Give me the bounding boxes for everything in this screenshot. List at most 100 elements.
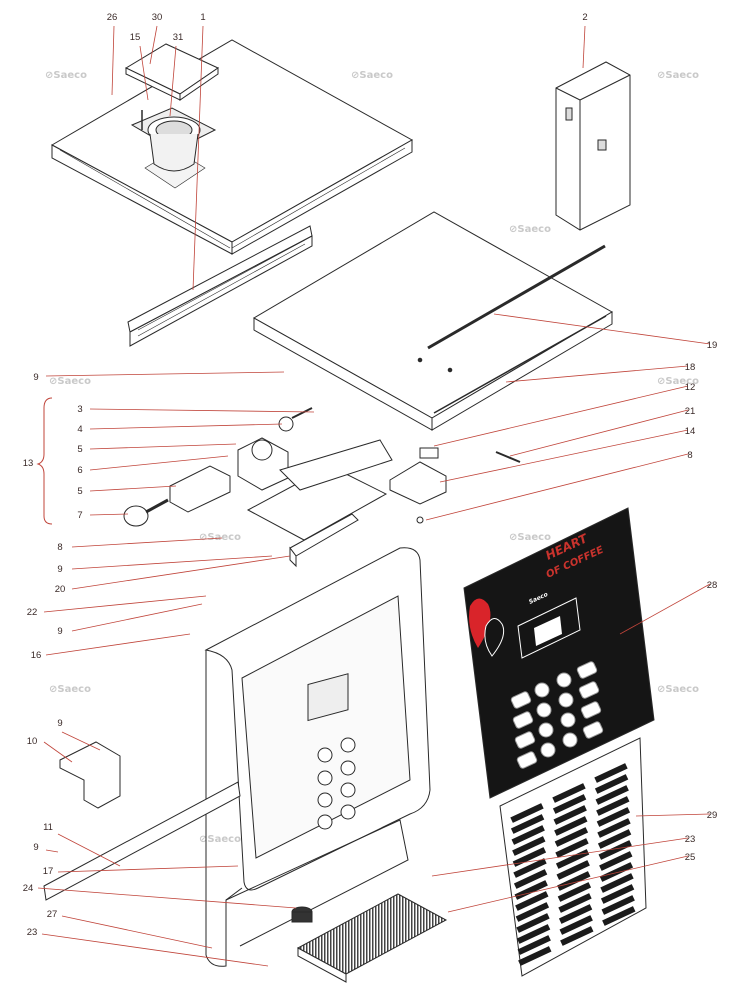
label-strip: [558, 904, 593, 924]
label-strip: [559, 915, 593, 935]
leader-line-12: [433, 385, 689, 447]
leader-line-5: [89, 443, 237, 450]
label-strip: [552, 783, 586, 803]
watermark-1: ⊘Saeco: [351, 70, 393, 81]
label-strip: [555, 838, 589, 858]
leader-line-23: [431, 837, 689, 877]
callout-label-21: 21: [685, 406, 696, 417]
watermark-12: ⊘Saeco: [657, 684, 699, 695]
panel-round-button: [556, 672, 572, 688]
panel-rect-button: [576, 661, 598, 679]
group-13-brace: [36, 397, 53, 525]
callout-label-15: 15: [130, 32, 141, 43]
leader-line-21: [509, 409, 689, 457]
leader-line-24: [37, 887, 297, 909]
drip-tray: [296, 893, 448, 983]
leader-line-9: [61, 731, 101, 751]
label-strip: [599, 862, 634, 882]
label-strip: [600, 884, 635, 904]
callout-label-29: 29: [707, 810, 718, 821]
label-strip: [516, 924, 551, 944]
callout-label-31: 31: [173, 32, 184, 43]
callout-label-9: 9: [33, 842, 38, 853]
callout-label-9: 9: [33, 372, 38, 383]
callout-label-22: 22: [27, 607, 38, 618]
leader-line-4: [89, 423, 283, 430]
label-strip: [513, 869, 548, 889]
label-strip: [516, 913, 550, 933]
leader-line-2: [582, 25, 586, 69]
leader-line-5: [89, 485, 177, 492]
panel-buttons: [510, 661, 604, 769]
label-strip: [518, 946, 552, 966]
watermark-2: ⊘Saeco: [657, 70, 699, 81]
watermark-13: ⊘Saeco: [199, 834, 241, 845]
label-strip: [552, 794, 587, 814]
label-strip: [594, 774, 629, 794]
leader-line-25: [447, 855, 689, 913]
label-strip: [557, 882, 592, 902]
leader-line-30: [149, 25, 158, 65]
label-strip: [513, 858, 547, 878]
watermark-5: ⊘Saeco: [49, 376, 91, 387]
callout-label-26: 26: [107, 12, 118, 23]
leader-line-6: [89, 455, 229, 471]
label-strip: [596, 807, 631, 827]
label-strip: [517, 935, 551, 955]
callout-label-27: 27: [47, 909, 58, 920]
leader-line-8: [425, 453, 689, 521]
leader-line-29: [635, 813, 711, 817]
label-strip: [515, 902, 550, 922]
watermark-9: ⊘Saeco: [199, 532, 241, 543]
panel-round-button: [536, 702, 552, 718]
label-strip: [558, 893, 592, 913]
label-strip: [514, 880, 548, 900]
callout-label-10: 10: [27, 736, 38, 747]
panel-rect-button: [516, 751, 538, 769]
label-strip: [554, 827, 589, 847]
top-plate: [252, 211, 614, 431]
callout-label-3: 3: [77, 404, 82, 415]
callout-label-24: 24: [23, 883, 34, 894]
panel-round-button: [562, 732, 578, 748]
leader-line-9: [71, 603, 203, 632]
callout-label-1: 1: [200, 12, 205, 23]
panel-round-button: [560, 712, 576, 728]
leader-line-22: [43, 595, 207, 613]
callout-label-16: 16: [31, 650, 42, 661]
panel-rect-button: [514, 731, 536, 749]
leader-line-9: [45, 849, 59, 853]
leader-line-7: [89, 513, 129, 516]
callout-label-13: 13: [23, 458, 34, 469]
callout-label-11: 11: [43, 822, 53, 833]
leader-line-28: [619, 583, 711, 635]
panel-rect-button: [510, 691, 532, 709]
leader-line-19: [493, 313, 711, 345]
panel-round-button: [540, 742, 556, 758]
callout-label-19: 19: [707, 340, 718, 351]
leader-line-20: [71, 555, 291, 590]
side-rail: [127, 225, 313, 347]
callout-label-4: 4: [77, 424, 82, 435]
valve-assembly: [123, 407, 393, 541]
callout-label-2: 2: [582, 12, 587, 23]
callout-label-18: 18: [685, 362, 696, 373]
label-strip: [510, 814, 545, 834]
callout-label-5: 5: [77, 486, 82, 497]
callout-label-12: 12: [685, 382, 696, 393]
label-strip: [512, 847, 547, 867]
leader-line-18: [505, 365, 689, 383]
cup-part: [291, 906, 313, 923]
callout-label-8: 8: [57, 542, 62, 553]
leader-line-23: [41, 933, 269, 967]
label-strip: [594, 763, 628, 783]
leader-line-9: [45, 371, 285, 377]
leader-line-26: [111, 25, 115, 96]
label-strip: [512, 836, 546, 856]
callout-label-9: 9: [57, 718, 62, 729]
panel-round-button: [558, 692, 574, 708]
callout-label-20: 20: [55, 584, 66, 595]
callout-label-30: 30: [152, 12, 163, 23]
panel-rect-button: [578, 681, 600, 699]
callout-label-28: 28: [707, 580, 718, 591]
